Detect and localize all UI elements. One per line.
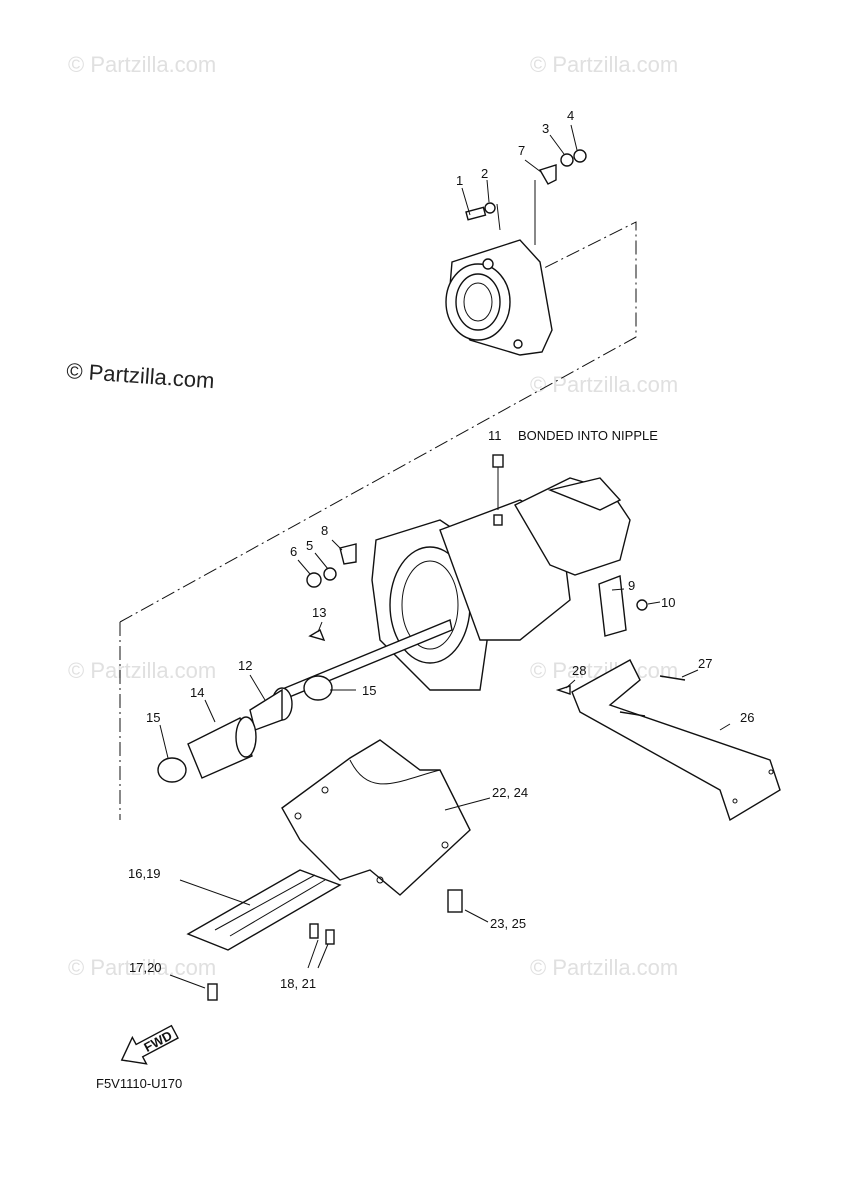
callout-23-25: 23, 25	[490, 916, 526, 931]
hose-14	[187, 716, 257, 779]
screw-27b	[619, 711, 646, 717]
bolt-10	[636, 599, 648, 611]
callout-10: 10	[661, 595, 675, 610]
plate-7	[538, 164, 557, 185]
callout-7: 7	[518, 143, 525, 158]
leader-lines	[159, 124, 731, 989]
bolt-17-20	[207, 983, 218, 1001]
watermark: © Partzilla.com	[530, 52, 678, 77]
callout-18-21: 18, 21	[280, 976, 316, 991]
nut-4	[573, 149, 587, 163]
fwd-arrow-icon: FWD	[120, 1024, 179, 1065]
bearing-housing	[445, 239, 553, 356]
callout-12: 12	[238, 658, 252, 673]
washer-2	[484, 202, 496, 214]
callout-14: 14	[190, 685, 204, 700]
watermark: © Partzilla.com	[530, 372, 678, 397]
plate-26	[571, 659, 781, 822]
clamp-15a	[157, 757, 187, 783]
callout-6: 6	[290, 544, 297, 559]
callout-5: 5	[306, 538, 313, 553]
callouts: 1 2 3 4 7 11 BONDED INTO NIPPLE 8 5 6 9 …	[128, 108, 754, 991]
screw-13	[308, 628, 326, 642]
callout-27: 27	[698, 656, 712, 671]
part-9	[598, 575, 627, 637]
callout-16-19: 16,19	[128, 866, 161, 881]
callout-2: 2	[481, 166, 488, 181]
note-bonded: BONDED INTO NIPPLE	[518, 428, 658, 443]
watermark: © Partzilla.com	[68, 658, 216, 683]
nipple-11	[492, 454, 504, 468]
watermark: © Partzilla.com	[530, 955, 678, 980]
callout-13: 13	[312, 605, 326, 620]
callout-1: 1	[456, 173, 463, 188]
callout-11: 11	[488, 428, 502, 443]
callout-8: 8	[321, 523, 328, 538]
nut-6	[306, 572, 322, 588]
clamp-15b	[303, 675, 333, 701]
screw-27	[659, 675, 686, 681]
bolt-1	[465, 206, 487, 221]
callout-3: 3	[542, 121, 549, 136]
exploded-outline	[119, 221, 637, 820]
coupling-12	[249, 687, 293, 731]
bolt-23-25	[447, 889, 463, 913]
jet-pump-body	[371, 477, 631, 691]
callout-22-24: 22, 24	[492, 785, 528, 800]
leader-line	[496, 180, 536, 245]
grate-16-19	[186, 869, 342, 951]
washer-3	[560, 153, 574, 167]
brand-logo: © Partzilla.com	[66, 358, 216, 393]
fwd-label: FWD	[141, 1028, 174, 1055]
callout-9: 9	[628, 578, 635, 593]
callout-15-right: 15	[362, 683, 376, 698]
callout-28: 28	[572, 663, 586, 678]
bolt-18	[309, 923, 319, 939]
callout-15-left: 15	[146, 710, 160, 725]
watermark: © Partzilla.com	[68, 52, 216, 77]
callout-4: 4	[567, 108, 574, 123]
diagram-code: F5V1110-U170	[96, 1076, 182, 1091]
intake-grate	[281, 739, 471, 896]
callout-17-20: 17,20	[129, 960, 162, 975]
bolt-21	[325, 929, 335, 945]
watermark: © Partzilla.com	[68, 955, 216, 980]
callout-26: 26	[740, 710, 754, 725]
clip-28	[555, 685, 571, 695]
washer-5	[323, 567, 337, 581]
plate-8	[339, 543, 357, 565]
